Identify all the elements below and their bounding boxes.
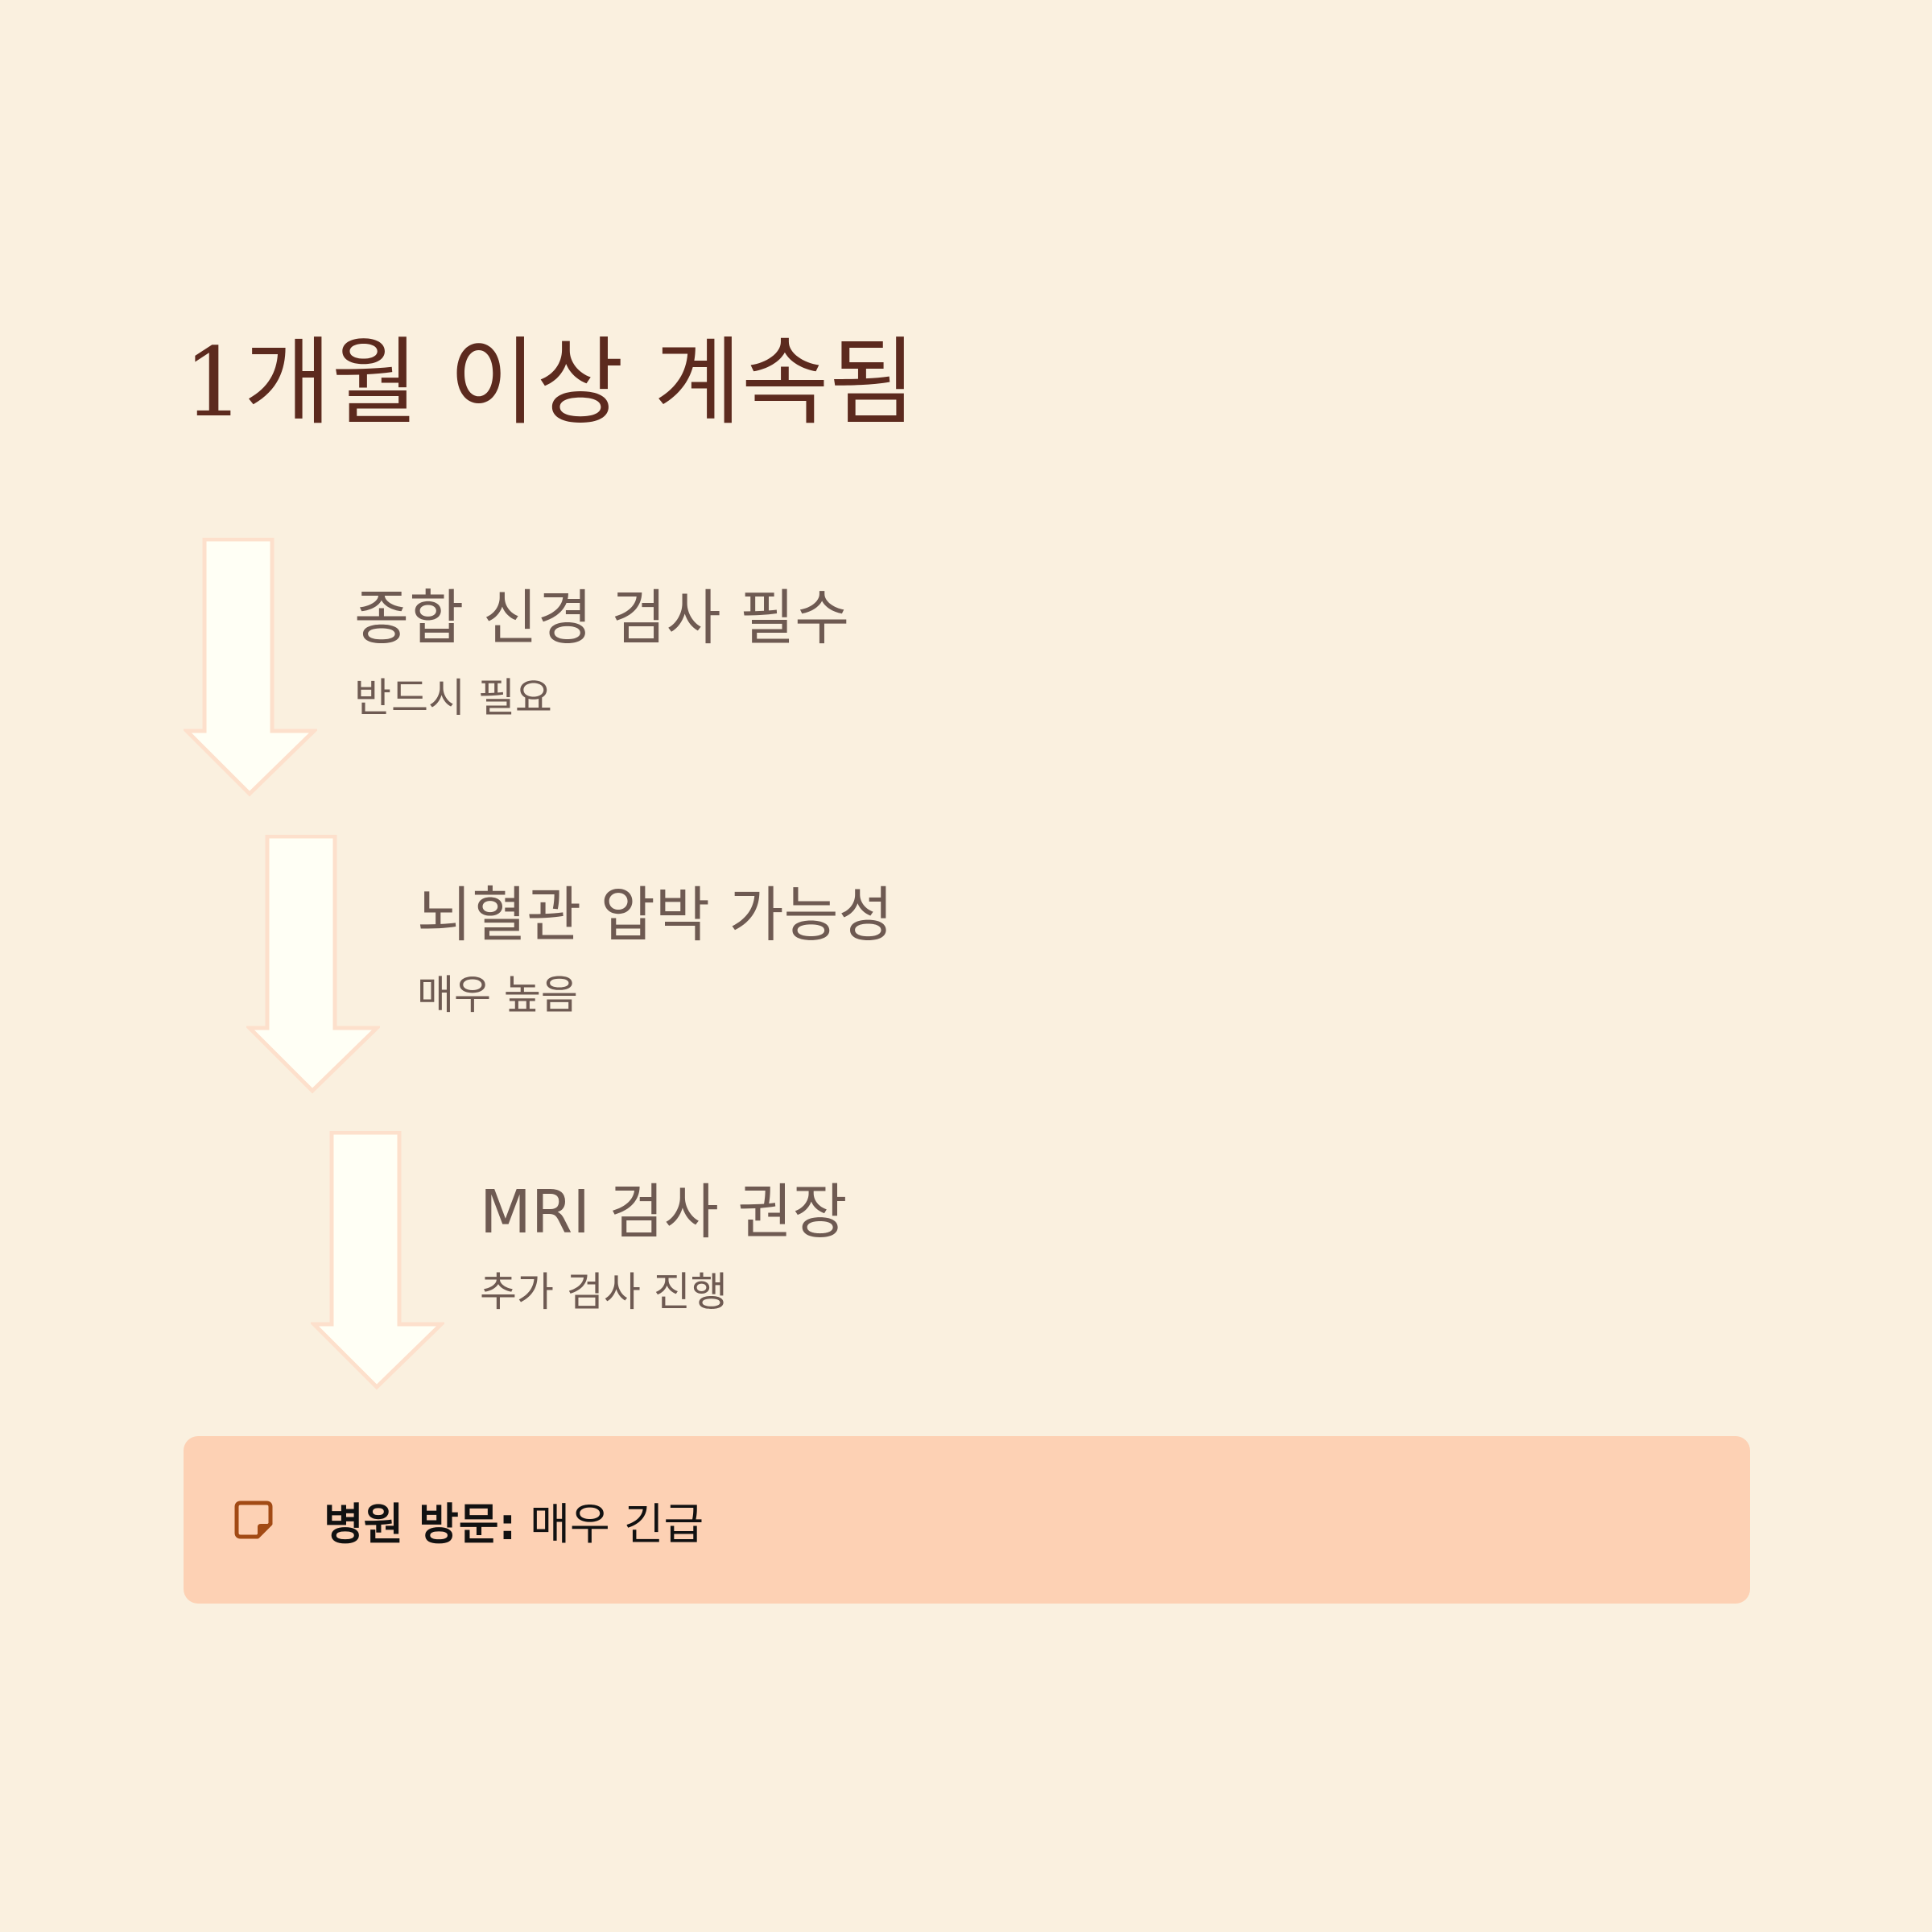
notice-text: 병원 방문: 매우 긴급 — [324, 1488, 704, 1552]
step-heading: MRI 검사 권장 — [480, 1178, 848, 1247]
urgent-notice: 병원 방문: 매우 긴급 — [184, 1436, 1750, 1604]
step-heading: 종합 신경 검사 필수 — [354, 584, 850, 653]
step-subtext: 추가 검사 진행 — [480, 1268, 728, 1315]
step-subtext: 매우 높음 — [417, 971, 578, 1018]
down-arrow-icon — [311, 1131, 444, 1390]
down-arrow-icon — [184, 538, 317, 797]
notice-value: 매우 긴급 — [516, 1498, 704, 1550]
notice-label: 병원 방문: — [324, 1498, 517, 1550]
page-title: 1개월 이상 계속됨 — [184, 327, 917, 438]
sticky-note-icon — [233, 1500, 274, 1540]
step-heading: 뇌혈관 압박 가능성 — [417, 881, 894, 950]
down-arrow-icon — [246, 835, 380, 1094]
step-subtext: 반드시 필요 — [354, 674, 552, 721]
